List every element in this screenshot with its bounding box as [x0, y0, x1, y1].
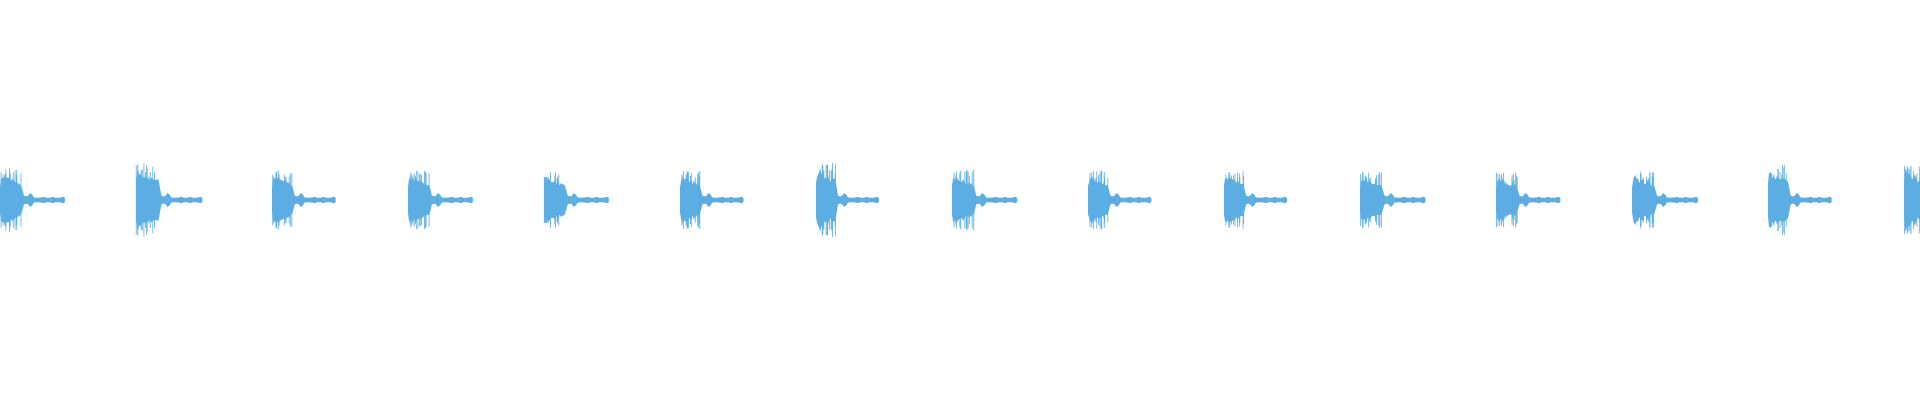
- waveform-clip: [1904, 165, 1920, 235]
- waveform-clip: [0, 168, 65, 232]
- waveform-burst: [816, 167, 879, 233]
- waveform-clip: [816, 162, 879, 238]
- waveform-burst: [1088, 175, 1152, 225]
- waveform-clip: [1632, 171, 1698, 229]
- waveform-clip: [1496, 172, 1561, 228]
- waveform-burst: [1632, 176, 1698, 224]
- waveform-burst: [272, 177, 336, 223]
- waveform-burst: [952, 172, 1018, 228]
- waveform-clip: [408, 170, 473, 230]
- waveform-clip: [135, 163, 203, 237]
- waveform-clip: [680, 171, 744, 229]
- waveform-clip: [543, 172, 609, 228]
- waveform-clip: [1768, 164, 1832, 236]
- waveform-burst: [544, 177, 609, 223]
- waveform-burst: [680, 176, 744, 224]
- waveform-burst: [1496, 176, 1561, 224]
- waveform-clip: [952, 169, 1018, 231]
- waveform-burst: [136, 168, 203, 232]
- waveform-clip: [1224, 171, 1288, 229]
- waveform-clip: [1088, 170, 1152, 230]
- waveform-clip: [1360, 171, 1426, 229]
- waveform-clip: [272, 170, 336, 230]
